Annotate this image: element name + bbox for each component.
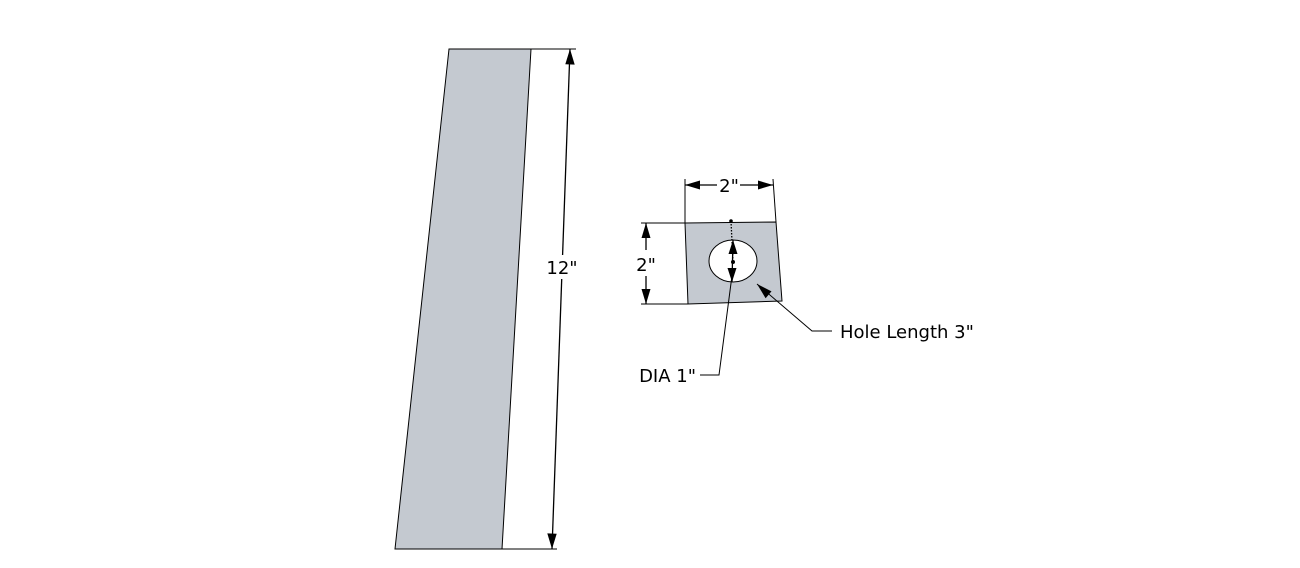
hole-length-leader-line bbox=[756, 283, 832, 332]
hole-length-label: Hole Length 3" bbox=[840, 322, 974, 343]
long-bar bbox=[394, 48, 532, 550]
block-height-label: 2" bbox=[636, 255, 656, 276]
hole-diameter-leader-line bbox=[700, 267, 734, 376]
width-extension-right bbox=[772, 178, 777, 223]
bar-length-arrowhead-bottom bbox=[547, 533, 557, 549]
long-bar-group: 12" bbox=[394, 48, 580, 550]
bar-length-dimension-line bbox=[551, 48, 571, 550]
block-width-label: 2" bbox=[719, 176, 739, 197]
hole-diameter-arrowhead-top bbox=[728, 240, 738, 254]
hole-length-leader-arrowhead bbox=[757, 284, 772, 299]
width-arrowhead-left bbox=[685, 180, 700, 190]
bar-length-arrowhead-top bbox=[565, 49, 575, 65]
height-arrowhead-top bbox=[641, 223, 651, 238]
hole-diameter-label: DIA 1" bbox=[639, 366, 696, 387]
hole-axis-top-point bbox=[729, 219, 733, 223]
block-group: 2" 2" Hole Length 3" DIA 1" bbox=[636, 176, 974, 387]
bar-length-label-bg bbox=[544, 255, 580, 279]
height-arrowhead-bottom bbox=[641, 289, 651, 304]
width-arrowhead-right bbox=[758, 180, 773, 190]
bar-length-label: 12" bbox=[546, 258, 577, 279]
